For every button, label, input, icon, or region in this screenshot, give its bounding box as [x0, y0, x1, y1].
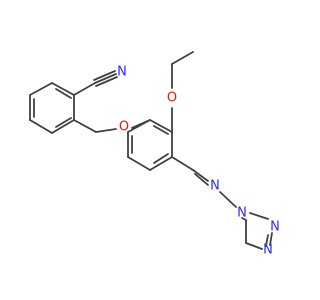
- bond: [29, 82, 53, 96]
- bond: [29, 119, 53, 134]
- bond: [93, 70, 116, 81]
- atom-label-ether-oxygen: O: [119, 120, 129, 135]
- bond: [73, 119, 97, 133]
- atom-label-imine-nitrogen: N: [210, 179, 220, 194]
- bond: [127, 119, 151, 133]
- bond: [249, 212, 269, 220]
- bond: [127, 156, 151, 171]
- bond: [265, 234, 269, 247]
- atom-label-triazole-n1: N: [270, 220, 280, 235]
- structure-diagram: N O O N N N N: [29, 51, 280, 258]
- bond: [94, 73, 117, 84]
- atom-label-layer: N O O N N N N: [117, 65, 280, 258]
- bond: [194, 173, 209, 186]
- atom-label-triazole-n4: N: [237, 206, 247, 221]
- bond-layer: [29, 51, 273, 250]
- bond: [219, 191, 237, 208]
- bond: [171, 156, 194, 171]
- molecule-canvas: N O O N N N N: [29, 51, 280, 258]
- bond: [55, 88, 72, 99]
- bond: [153, 125, 169, 135]
- atom-label-nitrile-nitrogen: N: [117, 65, 127, 80]
- bond: [95, 76, 118, 87]
- bond: [55, 117, 72, 128]
- bond: [245, 242, 263, 250]
- bond: [73, 82, 96, 96]
- bond: [171, 51, 194, 65]
- bond: [192, 169, 209, 182]
- bond: [51, 119, 75, 134]
- bond: [149, 156, 173, 171]
- bond: [149, 119, 173, 133]
- bond: [51, 82, 75, 96]
- bond: [95, 128, 117, 133]
- bond: [153, 153, 169, 164]
- bond: [269, 232, 273, 246]
- atom-label-ethoxy-oxygen: O: [167, 91, 177, 106]
- atom-label-triazole-n2: N: [263, 243, 273, 258]
- bond: [241, 217, 247, 221]
